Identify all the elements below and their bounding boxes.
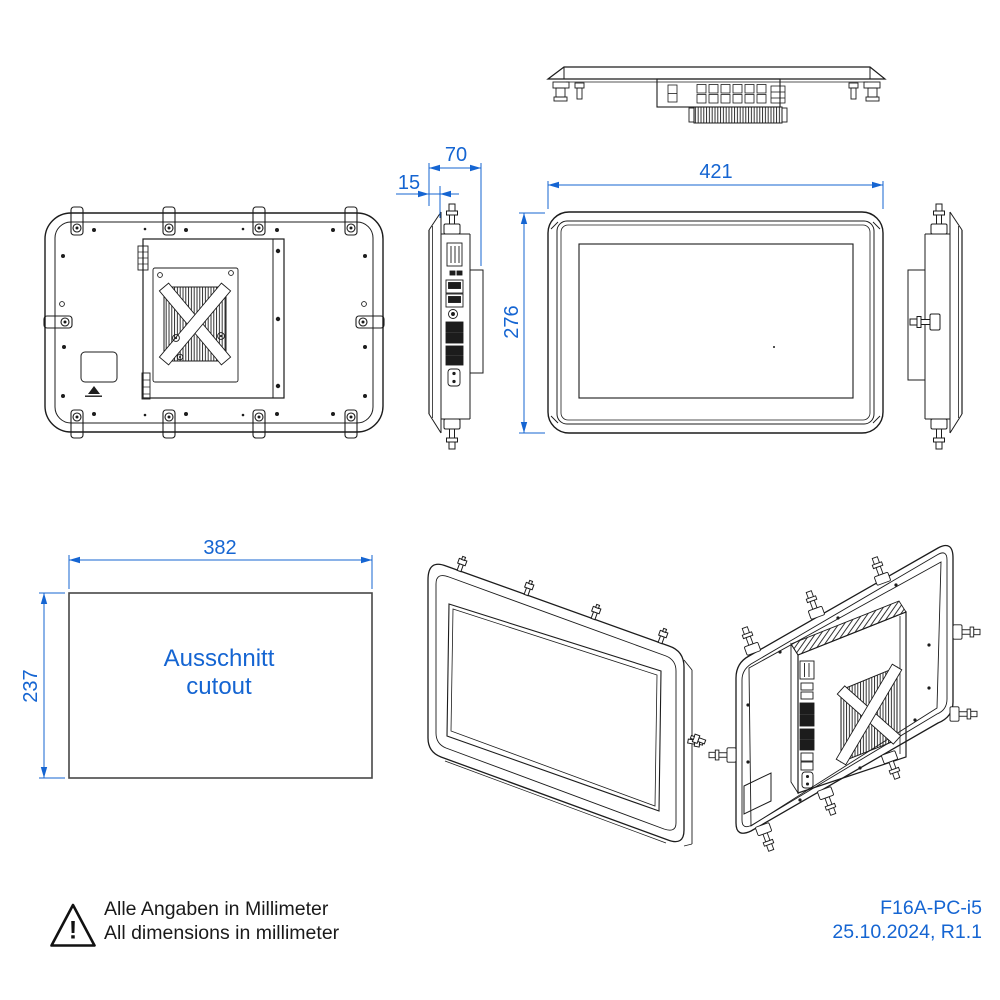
warning-exclamation: ! bbox=[68, 916, 78, 945]
top-view bbox=[546, 66, 887, 124]
iso-rear-view bbox=[689, 544, 981, 854]
dim-cutout-width: 382 bbox=[203, 537, 237, 559]
title-block: F16A-PC-i5 25.10.2024, R1.1 bbox=[832, 897, 982, 944]
iso-io-ports bbox=[799, 660, 815, 789]
warning-icon bbox=[50, 903, 96, 947]
cutout-drawing bbox=[68, 592, 373, 779]
top-clamp-right bbox=[848, 81, 881, 102]
cutout-label: Ausschnitt cutout bbox=[164, 645, 275, 701]
dim-front-height: 276 bbox=[501, 305, 523, 339]
iso-rear-screws bbox=[746, 583, 931, 802]
rear-logo bbox=[85, 386, 102, 397]
cutout-label-de: Ausschnitt bbox=[163, 645, 275, 672]
side-view-right bbox=[907, 203, 963, 450]
units-note: Alle Angaben in Millimeter All dimension… bbox=[104, 898, 339, 945]
dim-bezel-depth: 15 bbox=[397, 172, 421, 194]
rear-vent-x bbox=[158, 282, 232, 366]
dim-cutout-height: 237 bbox=[20, 669, 42, 703]
iso-pc-module bbox=[790, 600, 907, 795]
dim-front-width: 421 bbox=[699, 161, 733, 183]
screen bbox=[578, 243, 854, 399]
iso-vent-x bbox=[835, 663, 903, 766]
front-view bbox=[547, 211, 884, 434]
rear-view bbox=[43, 206, 385, 439]
dimension-lines bbox=[39, 163, 884, 779]
iso-rear-label bbox=[743, 772, 772, 815]
top-clamp-left bbox=[552, 81, 585, 102]
iso-front-view bbox=[427, 554, 705, 847]
dim-total-depth: 70 bbox=[444, 144, 468, 166]
side-view-left bbox=[428, 203, 484, 450]
cutout-label-en: cutout bbox=[186, 673, 252, 700]
rear-label bbox=[80, 351, 118, 383]
rear-screws bbox=[61, 227, 367, 417]
units-note-de: Alle Angaben in Millimeter bbox=[104, 898, 329, 920]
units-note-en: All dimensions in millimeter bbox=[104, 921, 340, 944]
mounting-plate bbox=[469, 269, 484, 374]
side-io-ports bbox=[445, 242, 464, 387]
revision-date: 25.10.2024, R1.1 bbox=[832, 920, 982, 943]
top-heatsink bbox=[688, 106, 788, 124]
top-io-connectors bbox=[667, 84, 786, 104]
model-number: F16A-PC-i5 bbox=[880, 897, 982, 919]
pc-module bbox=[137, 238, 285, 400]
